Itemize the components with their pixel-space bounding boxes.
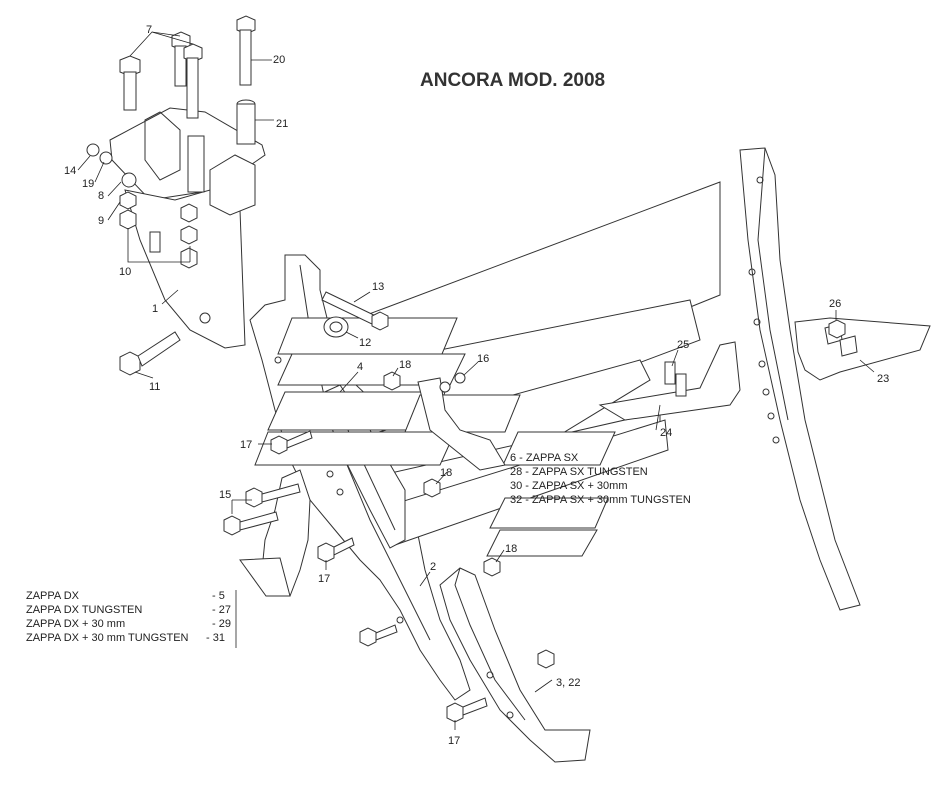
callout-13: 13: [372, 281, 384, 293]
callout-2: 2: [430, 561, 436, 573]
point-3-22: [439, 567, 591, 763]
legend-sx-line: 28 - ZAPPA SX TUNGSTEN: [510, 466, 648, 478]
callout-19: 19: [82, 178, 94, 190]
legend-sx: 6 - ZAPPA SX 28 - ZAPPA SX TUNGSTEN 30 -…: [510, 452, 691, 506]
legend-dx-code: - 31: [206, 632, 225, 644]
frame-bar: [739, 147, 861, 611]
callout-16: 16: [477, 353, 489, 365]
callout-26: 26: [829, 298, 841, 310]
washer-12: [323, 316, 349, 338]
callout-9: 9: [98, 215, 104, 227]
callout-23: 23: [877, 373, 889, 385]
nut-10-d: [180, 247, 198, 269]
legend-sx-line: 32 - ZAPPA SX + 30mm TUNGSTEN: [510, 494, 691, 506]
wing-23: [794, 317, 931, 381]
washer-8: [121, 172, 137, 188]
callout-18-b: 18: [440, 467, 452, 479]
legend-dx-name: ZAPPA DX + 30 mm TUNGSTEN: [26, 632, 189, 644]
nut-lower: [537, 649, 555, 669]
wing-share-24: [598, 341, 741, 421]
legend-dx-name: ZAPPA DX + 30 mm: [26, 618, 125, 630]
callout-8: 8: [98, 190, 104, 202]
legend-dx-name: ZAPPA DX TUNGSTEN: [26, 604, 142, 616]
callout-25: 25: [677, 339, 689, 351]
bolt-7-left: [119, 55, 141, 111]
bolt-lower: [359, 624, 398, 647]
callout-18-c: 18: [505, 543, 517, 555]
sleeve: [187, 135, 205, 193]
callout-20: 20: [273, 54, 285, 66]
diagram-title: ANCORA MOD. 2008: [420, 70, 605, 91]
bolt-20: [236, 15, 256, 86]
callout-1: 1: [152, 303, 158, 315]
bolt-13: [321, 291, 389, 331]
legend-sx-line: 6 - ZAPPA SX: [510, 452, 579, 464]
share-dx: [239, 469, 311, 597]
bolt-11: [119, 331, 181, 376]
callout-4: 4: [357, 361, 363, 373]
nut-26: [828, 319, 846, 339]
callout-3-22: 3, 22: [556, 677, 580, 689]
nut-18-c: [483, 557, 501, 577]
callout-15: 15: [219, 489, 231, 501]
legend-dx-code: - 29: [212, 618, 231, 630]
leader-lines: [77, 31, 875, 730]
nut-10-a: [119, 209, 137, 230]
callout-18-a: 18: [399, 359, 411, 371]
callout-10: 10: [119, 266, 131, 278]
bolt-15: [223, 483, 301, 536]
plate-boxes: [254, 317, 616, 557]
bolt-7-mid: [171, 31, 191, 87]
share-sx: [417, 372, 506, 471]
bolt-17-b: [317, 537, 355, 563]
spacer-21: [236, 99, 256, 145]
callout-7: 7: [146, 24, 152, 36]
callout-14: 14: [64, 165, 76, 177]
washer-19: [99, 151, 113, 165]
callout-17-b: 17: [318, 573, 330, 585]
callout-17-a: 17: [240, 439, 252, 451]
callout-21: 21: [276, 118, 288, 130]
legend-dx: ZAPPA DX - 5 ZAPPA DX TUNGSTEN - 27 ZAPP…: [26, 590, 231, 644]
bolt-17-c: [446, 697, 488, 723]
bolt-17-a: [270, 430, 313, 455]
callout-12: 12: [359, 337, 371, 349]
callout-17-c: 17: [448, 735, 460, 747]
legend-dx-code: - 5: [212, 590, 225, 602]
nut-14: [86, 143, 100, 157]
callouts: 7 20 21 14 19 8 9 10 1 11 13 12 4 18 16 …: [64, 24, 889, 747]
legend-dx-name: ZAPPA DX: [26, 590, 80, 602]
callout-11: 11: [149, 381, 160, 393]
nut-18-a: [383, 371, 401, 391]
legend-dx-code: - 27: [212, 604, 231, 616]
legend-sx-line: 30 - ZAPPA SX + 30mm: [510, 480, 627, 492]
callout-24: 24: [660, 427, 672, 439]
nut-9: [119, 191, 137, 210]
nut-10-c: [180, 225, 198, 245]
bolt-7-right: [183, 43, 203, 119]
nut-10-b: [180, 203, 198, 223]
